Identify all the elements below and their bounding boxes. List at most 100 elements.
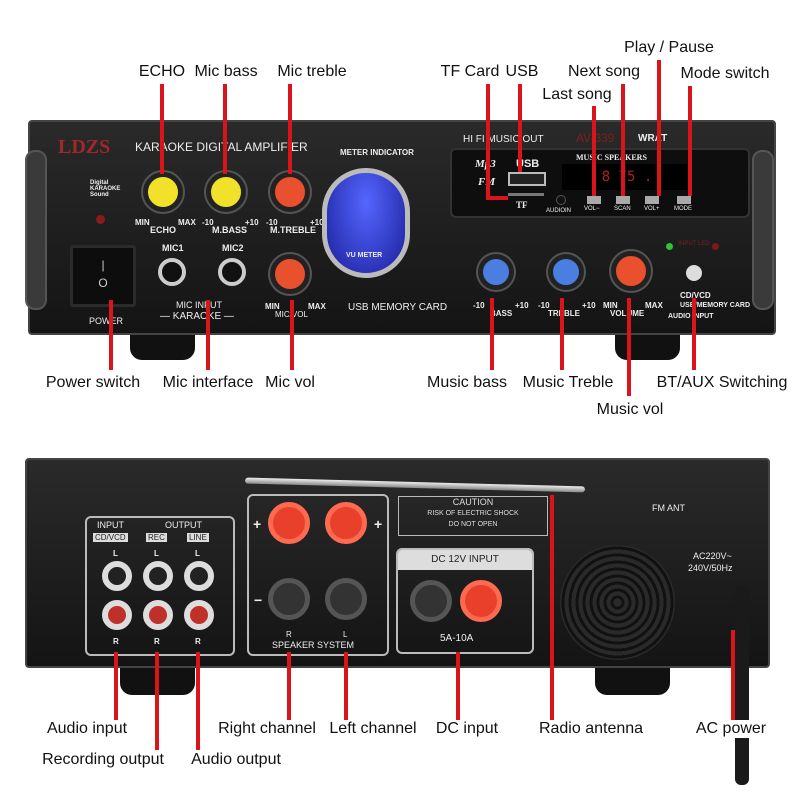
last-song-button[interactable]	[587, 196, 601, 204]
mic1-jack[interactable]	[158, 258, 186, 286]
caution-risk: RISK OF ELECTRIC SHOCK	[427, 510, 519, 517]
power-label: POWER	[89, 316, 124, 326]
dsp-label: Digital KARAOKE Sound	[90, 180, 121, 198]
mbass-label: M.BASS	[212, 225, 248, 235]
vu-meter-label: VU METER	[346, 252, 383, 259]
usb-port[interactable]	[508, 172, 546, 186]
dc-positive-terminal[interactable]	[460, 580, 502, 622]
line-right-rca[interactable]	[184, 600, 214, 630]
treble-knob[interactable]	[548, 254, 584, 290]
left-negative-terminal[interactable]	[325, 578, 367, 620]
l-label-2: L	[154, 549, 159, 558]
music-speakers-label: MUSIC SPEAKERS	[576, 153, 647, 162]
power-switch[interactable]: |O	[70, 245, 136, 307]
audioin-jack[interactable]	[556, 195, 566, 205]
next-song-button[interactable]	[645, 196, 659, 204]
mic-vol-knob[interactable]	[270, 254, 310, 294]
input-led-label: INPUT LED	[678, 241, 710, 247]
bass-min: -10	[473, 301, 485, 310]
vol-minus-label: VOL−	[584, 206, 600, 212]
callout-last-song: Last song	[542, 86, 612, 103]
right-positive-terminal[interactable]	[268, 502, 310, 544]
micvol-min: MIN	[265, 302, 280, 311]
ac-power-cord	[735, 585, 749, 785]
callout-music-treble: Music Treble	[522, 374, 614, 391]
rec-right-rca[interactable]	[143, 600, 173, 630]
echo-line	[160, 84, 164, 174]
ac-voltage-label: AC220V~	[693, 551, 732, 561]
front-foot-left	[130, 330, 195, 360]
treble-min: -10	[538, 301, 550, 310]
caution-donot: DO NOT OPEN	[448, 521, 498, 528]
caution-title: CAUTION	[452, 497, 494, 507]
vu-meter	[322, 168, 410, 278]
input-led-red	[712, 243, 719, 250]
music-bass-line	[490, 298, 494, 370]
callout-echo: ECHO	[138, 63, 186, 80]
mic-treble-line	[288, 84, 292, 174]
mic-vol-line	[290, 300, 294, 370]
play-pause-button[interactable]	[616, 196, 630, 204]
volume-knob[interactable]	[611, 251, 651, 291]
input-label: INPUT	[97, 520, 124, 530]
recording-output-line	[155, 652, 159, 750]
dc-negative-terminal[interactable]	[410, 580, 452, 622]
line-left-rca[interactable]	[184, 561, 214, 591]
mic-bass-knob[interactable]	[206, 172, 246, 212]
power-led	[96, 215, 105, 224]
front-foot-right	[615, 330, 680, 360]
speaker-l-label: L	[343, 630, 348, 639]
scan-label: SCAN	[614, 206, 631, 212]
mic-input-label: MIC INPUT	[176, 300, 222, 310]
front-handle-left	[25, 150, 47, 310]
left-positive-terminal[interactable]	[325, 502, 367, 544]
dc12-label: DC 12V INPUT	[398, 550, 532, 570]
line-tag: LINE	[187, 533, 209, 542]
callout-left-channel: Left channel	[329, 720, 417, 737]
echo-knob[interactable]	[143, 172, 183, 212]
input-left-rca[interactable]	[102, 561, 132, 591]
mic2-jack[interactable]	[218, 258, 246, 286]
speaker-section	[247, 494, 389, 656]
caution-label: CAUTION RISK OF ELECTRIC SHOCK DO NOT OP…	[398, 496, 548, 536]
callout-mode-switch: Mode switch	[680, 65, 770, 82]
mic-interface-line	[206, 300, 210, 370]
callout-next-song: Next song	[567, 63, 641, 80]
fm-ant-label: FM ANT	[652, 503, 685, 513]
led-display: 8 75 .	[562, 164, 692, 190]
back-foot-right	[595, 665, 670, 695]
callout-right-channel: Right channel	[218, 720, 316, 737]
bass-label: BASS	[490, 309, 513, 318]
audio-output-line	[196, 652, 200, 750]
input-right-rca[interactable]	[102, 600, 132, 630]
mode-button[interactable]	[677, 196, 691, 204]
right-channel-line	[287, 652, 291, 720]
mbass-min: -10	[202, 218, 214, 227]
micvol-max: MAX	[308, 302, 326, 311]
callout-ac-power: AC power	[695, 720, 767, 738]
bass-knob[interactable]	[478, 254, 514, 290]
callout-mic-vol: Mic vol	[265, 374, 315, 391]
treble-max: +10	[582, 301, 596, 310]
cdvcd-label: CD/VCD	[680, 291, 711, 300]
callout-radio-antenna: Radio antenna	[538, 720, 644, 737]
bt-aux-line	[692, 298, 696, 370]
mic-treble-knob[interactable]	[270, 172, 310, 212]
tf-label: TF	[516, 200, 528, 210]
callout-mic-treble: Mic treble	[277, 63, 347, 80]
dc-section: DC 12V INPUT	[396, 548, 534, 654]
mp3-label: Mp3	[475, 158, 496, 170]
usb-memory-card-label: USB MEMORY CARD	[348, 302, 448, 313]
mic-bass-line	[223, 84, 227, 174]
callout-power-switch: Power switch	[45, 374, 141, 391]
l-label-3: L	[195, 549, 200, 558]
rec-left-rca[interactable]	[143, 561, 173, 591]
callout-bt-aux: BT/AUX Switching	[656, 374, 788, 391]
bt-aux-switch-button[interactable]	[686, 265, 702, 281]
wrat-logo: WRAT	[638, 133, 668, 144]
callout-dc-input: DC input	[435, 720, 499, 737]
right-negative-terminal[interactable]	[268, 578, 310, 620]
tf-slot[interactable]	[508, 193, 544, 196]
karaoke-label: — KARAOKE —	[160, 311, 234, 322]
input-led-green	[666, 243, 673, 250]
